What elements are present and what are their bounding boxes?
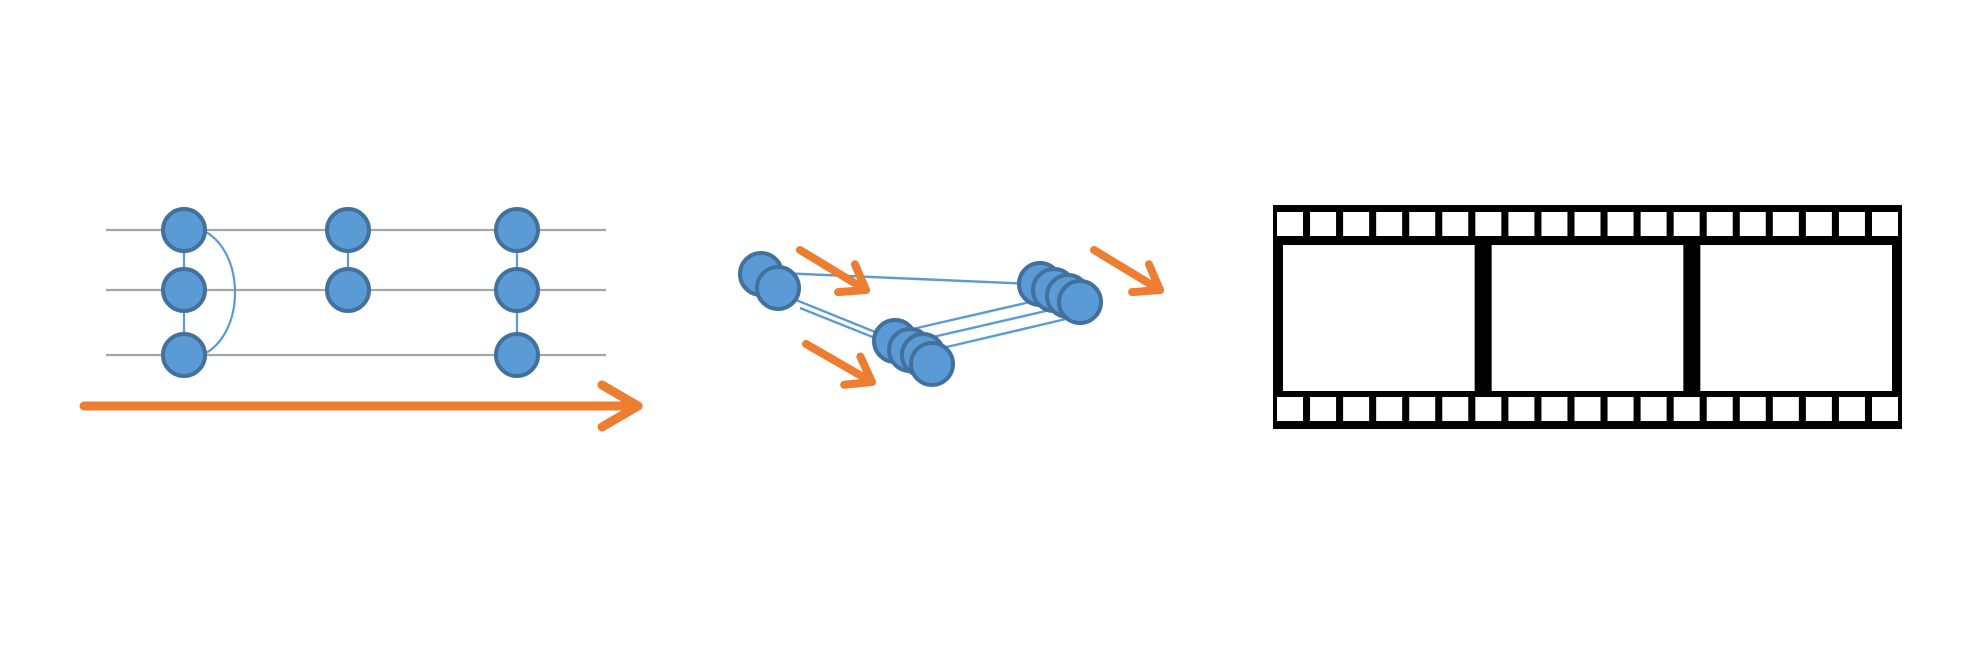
sprocket-hole bbox=[1574, 397, 1601, 421]
particle-clusters bbox=[738, 251, 1103, 387]
motion-arrow-icon bbox=[802, 340, 876, 389]
sprocket-hole bbox=[1508, 212, 1535, 236]
motion-arrows bbox=[796, 246, 1164, 389]
sprocket-hole bbox=[1838, 212, 1865, 236]
particle-node bbox=[755, 265, 801, 311]
sprocket-hole bbox=[1739, 212, 1766, 236]
film-frame bbox=[1283, 245, 1475, 391]
film-strip-icon bbox=[1273, 205, 1902, 429]
qubit-node bbox=[325, 207, 371, 253]
particle-link bbox=[779, 271, 1033, 286]
particle-link bbox=[903, 300, 1031, 333]
film-frame bbox=[1491, 245, 1684, 391]
sprocket-hole bbox=[1508, 397, 1535, 421]
sprocket-hole bbox=[1838, 397, 1865, 421]
sprocket-hole bbox=[1772, 397, 1799, 421]
sprocket-hole bbox=[1409, 212, 1436, 236]
sprocket-hole bbox=[1541, 212, 1568, 236]
sprocket-hole bbox=[1673, 212, 1700, 236]
sprocket-hole bbox=[1376, 397, 1403, 421]
qubit-node bbox=[161, 332, 207, 378]
sprocket-hole bbox=[1442, 212, 1469, 236]
sprocket-hole bbox=[1376, 212, 1403, 236]
gate-curved-link bbox=[201, 228, 237, 357]
circuit-nodes bbox=[161, 207, 540, 378]
sprocket-hole bbox=[1343, 212, 1370, 236]
qubit-node bbox=[494, 332, 540, 378]
sprocket-hole bbox=[1409, 397, 1436, 421]
particle-link bbox=[933, 316, 1071, 352]
qubit-node bbox=[494, 207, 540, 253]
sprocket-hole bbox=[1872, 212, 1898, 236]
particle-node bbox=[909, 341, 955, 387]
sprocket-hole bbox=[1772, 212, 1799, 236]
sprocket-hole bbox=[1640, 397, 1667, 421]
motion-arrow-icon bbox=[1090, 246, 1164, 297]
sprocket-hole bbox=[1706, 397, 1733, 421]
qubit-node bbox=[161, 267, 207, 313]
time-arrow-icon bbox=[79, 380, 643, 432]
sprocket-hole bbox=[1277, 212, 1303, 236]
particle-node bbox=[1057, 279, 1103, 325]
qubit-node bbox=[161, 207, 207, 253]
motion-arrow-icon bbox=[796, 246, 870, 297]
particle-motion-panel bbox=[738, 246, 1164, 389]
sprocket-hole bbox=[1541, 397, 1568, 421]
sprocket-hole bbox=[1574, 212, 1601, 236]
sprocket-hole bbox=[1805, 397, 1832, 421]
sprocket-hole bbox=[1343, 397, 1370, 421]
sprocket-hole bbox=[1673, 397, 1700, 421]
sprocket-hole bbox=[1706, 212, 1733, 236]
particle-links bbox=[779, 271, 1071, 352]
sprocket-hole bbox=[1475, 212, 1502, 236]
sprocket-hole bbox=[1310, 212, 1337, 236]
circuit-panel bbox=[79, 207, 643, 432]
sprocket-hole bbox=[1607, 397, 1634, 421]
sprocket-hole bbox=[1640, 212, 1667, 236]
sprocket-hole bbox=[1277, 397, 1303, 421]
sprocket-hole bbox=[1442, 397, 1469, 421]
sprocket-hole bbox=[1739, 397, 1766, 421]
film-frame bbox=[1700, 245, 1892, 391]
qubit-node bbox=[325, 267, 371, 313]
sprocket-hole bbox=[1607, 212, 1634, 236]
qubit-node bbox=[494, 267, 540, 313]
sprocket-hole bbox=[1872, 397, 1898, 421]
particle-link bbox=[919, 308, 1051, 342]
sprocket-hole bbox=[1310, 397, 1337, 421]
sprocket-hole bbox=[1805, 212, 1832, 236]
sprocket-hole bbox=[1475, 397, 1502, 421]
